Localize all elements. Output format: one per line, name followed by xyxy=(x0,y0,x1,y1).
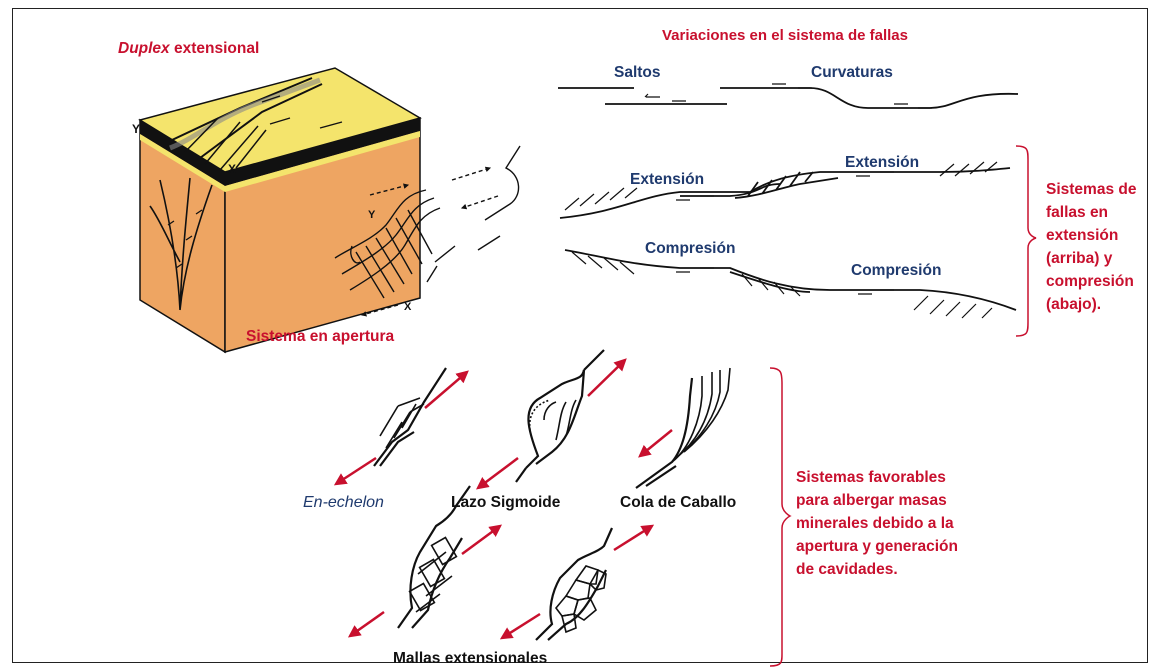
extensional-mesh-label: Mallas extensionales xyxy=(393,650,548,667)
saltos-label: Saltos xyxy=(614,64,661,81)
note-line: Sistemas de xyxy=(1046,181,1137,198)
sigmoid-arrow-down xyxy=(476,457,519,490)
opening-y-label: Y xyxy=(368,209,376,221)
duplex-block-diagram xyxy=(138,67,422,354)
bracket-upper xyxy=(1015,145,1037,337)
compression-label-left: Compresión xyxy=(645,240,736,257)
horsetail-arrow-down xyxy=(638,429,673,458)
compression-label-right: Compresión xyxy=(851,262,942,279)
note-line: de cavidades. xyxy=(796,561,898,578)
note-line: para albergar masas xyxy=(796,492,947,509)
note-line: extensión xyxy=(1046,227,1119,244)
en-echelon-sketch xyxy=(373,367,447,467)
duplex-title-italic: Duplex xyxy=(118,40,170,57)
extensional-mesh-1-sketch xyxy=(397,485,471,629)
extensional-mesh-2-sketch xyxy=(535,527,614,641)
figure-border xyxy=(12,8,1148,663)
sigmoid-loop-sketch xyxy=(515,349,605,483)
extension-label-right: Extensión xyxy=(845,154,920,171)
variations-title: Variaciones en el sistema de fallas xyxy=(662,27,908,44)
note-line: Sistemas favorables xyxy=(796,469,946,486)
en-echelon-arrow-down xyxy=(333,456,377,486)
block-x-label: X xyxy=(228,162,237,176)
horsetail-label: Cola de Caballo xyxy=(620,494,737,511)
note-line: (abajo). xyxy=(1046,296,1102,313)
fault-jumps-bends xyxy=(558,83,1019,109)
opening-x-label: X xyxy=(404,301,412,313)
sigmoid-arrow-up xyxy=(587,358,627,397)
bracket-lower xyxy=(769,367,792,667)
mesh-2-arrow-up xyxy=(613,524,655,552)
duplex-title-rest: extensional xyxy=(169,40,260,57)
note-line: minerales debido a la xyxy=(796,515,954,532)
note-line: (arriba) y xyxy=(1046,250,1113,267)
opening-system-label: Sistema en apertura xyxy=(246,328,395,345)
sigmoid-loop-label: Lazo Sigmoide xyxy=(451,494,561,511)
horsetail-sketch xyxy=(635,367,731,489)
en-echelon-arrow-up xyxy=(424,370,469,409)
fault-systems-note: Sistemas de fallas en extensión (arriba)… xyxy=(1046,178,1136,316)
duplex-title: Duplex extensional xyxy=(118,40,259,58)
mesh-2-arrow-down xyxy=(499,612,541,640)
note-line: compresión xyxy=(1046,273,1134,290)
opening-system-sketch xyxy=(334,145,521,317)
note-line: apertura y generación xyxy=(796,538,958,555)
mesh-1-arrow-down xyxy=(347,610,385,638)
en-echelon-label: En-echelon xyxy=(303,494,384,511)
block-y-label: Y xyxy=(132,122,141,136)
favorable-systems-note: Sistemas favorables para albergar masas … xyxy=(796,466,958,581)
extension-fault-system xyxy=(559,161,1011,219)
mesh-1-arrow-up xyxy=(461,524,503,556)
compression-fault-system xyxy=(564,249,1017,319)
note-line: fallas en xyxy=(1046,204,1109,221)
curvaturas-label: Curvaturas xyxy=(811,64,893,81)
extension-label-left: Extensión xyxy=(630,171,705,188)
